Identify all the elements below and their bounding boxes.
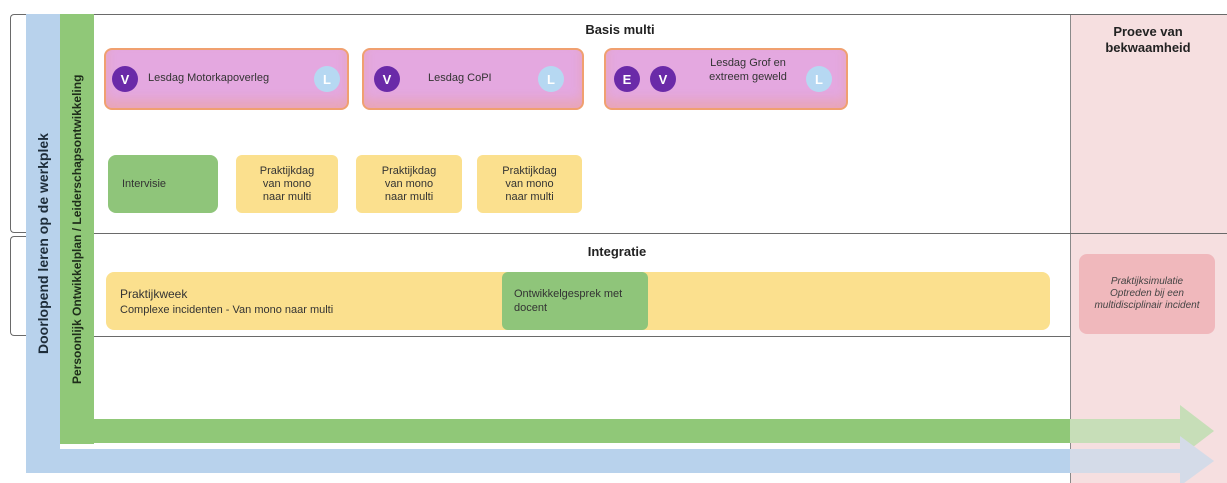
basis-bracket xyxy=(10,14,26,233)
v-badge-icon: V xyxy=(650,66,676,92)
praktijksimulatie-box: Praktijksimulatie Optreden bij een multi… xyxy=(1079,254,1215,334)
top-line xyxy=(94,14,1227,15)
pop-arrow-tail xyxy=(1070,419,1180,443)
doorlopend-arrow-head-icon xyxy=(1180,436,1214,483)
basis-title: Basis multi xyxy=(585,22,655,37)
doorlopend-label: Doorlopend leren op de werkplek xyxy=(35,133,51,354)
mid-line xyxy=(94,233,1227,234)
lesson-grof-geweld: E V Lesdag Grof en extreem geweld L xyxy=(604,48,848,110)
praktijkdag-box: Praktijkdag van mono naar multi xyxy=(477,155,582,213)
doorlopend-arrow-tail xyxy=(1070,449,1190,473)
pop-band xyxy=(60,14,94,444)
l-badge-icon: L xyxy=(538,66,564,92)
lesson-label: Lesdag Grof en extreem geweld xyxy=(709,57,787,83)
pop-label: Persoonlijk Ontwikkelplan / Leiderschaps… xyxy=(70,74,84,384)
l-badge-icon: L xyxy=(314,66,340,92)
proeve-title: Proeve van bekwaamheid xyxy=(1105,24,1191,55)
intervisie-box: Intervisie xyxy=(108,155,218,213)
lesson-motorkapoverleg: V Lesdag Motorkapoverleg L xyxy=(104,48,349,110)
doorlopend-arrow-body xyxy=(60,449,1190,473)
pop-arrow-body xyxy=(94,419,1194,443)
praktijkdag-box: Praktijkdag van mono naar multi xyxy=(356,155,462,213)
lesson-label: Lesdag Motorkapoverleg xyxy=(148,72,270,84)
integratie-bracket xyxy=(10,236,26,336)
praktijkdag-box: Praktijkdag van mono naar multi xyxy=(236,155,338,213)
praktijkweek-subtitle: Complexe incidenten - Van mono naar mult… xyxy=(120,304,334,316)
lesson-label: Lesdag CoPI xyxy=(428,72,492,84)
integratie-bottom-line xyxy=(94,336,1070,337)
praktijkweek-title: Praktijkweek xyxy=(120,287,188,301)
proeve-column xyxy=(1070,14,1227,483)
doorlopend-band xyxy=(26,14,60,473)
ontwikkelgesprek-box: Ontwikkelgesprek met docent xyxy=(502,272,648,330)
l-badge-icon: L xyxy=(806,66,832,92)
e-badge-icon: E xyxy=(614,66,640,92)
v-badge-icon: V xyxy=(374,66,400,92)
integratie-title: Integratie xyxy=(587,244,647,259)
lesson-copi: V Lesdag CoPI L xyxy=(362,48,584,110)
v-badge-icon: V xyxy=(112,66,138,92)
